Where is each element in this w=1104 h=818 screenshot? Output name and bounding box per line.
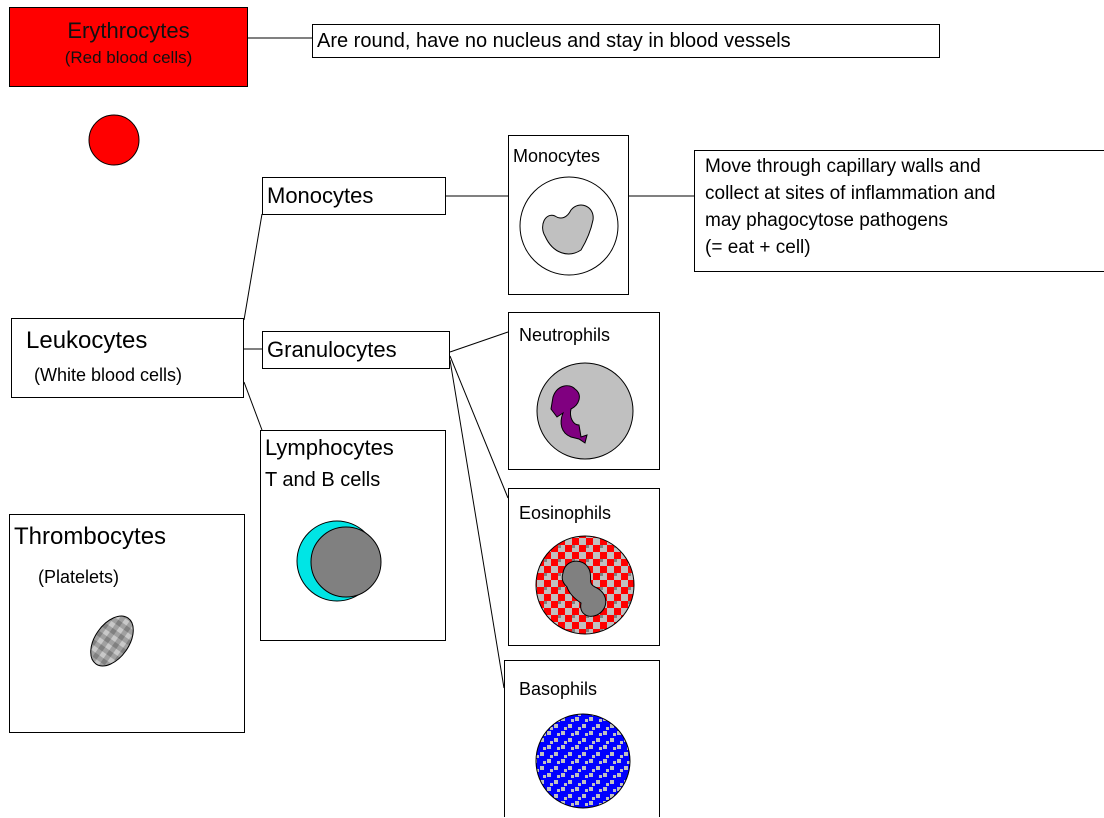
eosinophils-panel: Eosinophils <box>508 488 660 646</box>
monocytes-description-line-4: (= eat + cell) <box>705 237 811 259</box>
erythrocytes-box: Erythrocytes (Red blood cells) <box>9 7 248 87</box>
monocytes-description-line-2: collect at sites of inflammation and <box>705 183 995 205</box>
thrombocytes-panel: Thrombocytes (Platelets) <box>9 514 245 733</box>
erythrocytes-description-box: Are round, have no nucleus and stay in b… <box>312 24 940 58</box>
eosinophil-cell-icon <box>509 489 661 647</box>
connector-leukocytes-monocytes <box>244 214 262 320</box>
monocytes-description-line-3: may phagocytose pathogens <box>705 210 948 232</box>
connector-granulocytes-neutrophils <box>450 332 508 352</box>
neutrophil-cell-icon <box>509 313 661 471</box>
connector-granulocytes-basophils <box>450 360 504 688</box>
leukocytes-subtitle: (White blood cells) <box>34 365 182 386</box>
basophils-panel: Basophils <box>504 660 660 817</box>
erythrocytes-subtitle: (Red blood cells) <box>10 48 247 68</box>
monocytes-box: Monocytes <box>262 177 446 215</box>
monocytes-label: Monocytes <box>267 183 373 209</box>
connector-leukocytes-lymphocytes <box>244 382 262 430</box>
red-blood-cell-icon <box>88 114 142 168</box>
connector-granulocytes-eosinophils <box>450 356 508 498</box>
granulocytes-box: Granulocytes <box>262 331 450 369</box>
monocytes-panel: Monocytes <box>508 135 629 295</box>
platelet-icon <box>10 515 246 734</box>
basophil-cell-icon <box>505 661 661 818</box>
monocytes-description-box: Move through capillary walls and collect… <box>694 150 1104 272</box>
erythrocytes-title: Erythrocytes <box>10 18 247 44</box>
leukocytes-box: Leukocytes (White blood cells) <box>11 318 244 398</box>
lymphocytes-panel: Lymphocytes T and B cells <box>260 430 446 641</box>
monocytes-description-line-1: Move through capillary walls and <box>705 156 981 178</box>
granulocytes-label: Granulocytes <box>267 337 397 363</box>
lymphocyte-cell-icon <box>261 431 447 642</box>
monocyte-cell-icon <box>509 136 630 296</box>
erythrocytes-description: Are round, have no nucleus and stay in b… <box>317 30 791 53</box>
leukocytes-title: Leukocytes <box>26 327 147 355</box>
neutrophils-panel: Neutrophils <box>508 312 660 470</box>
